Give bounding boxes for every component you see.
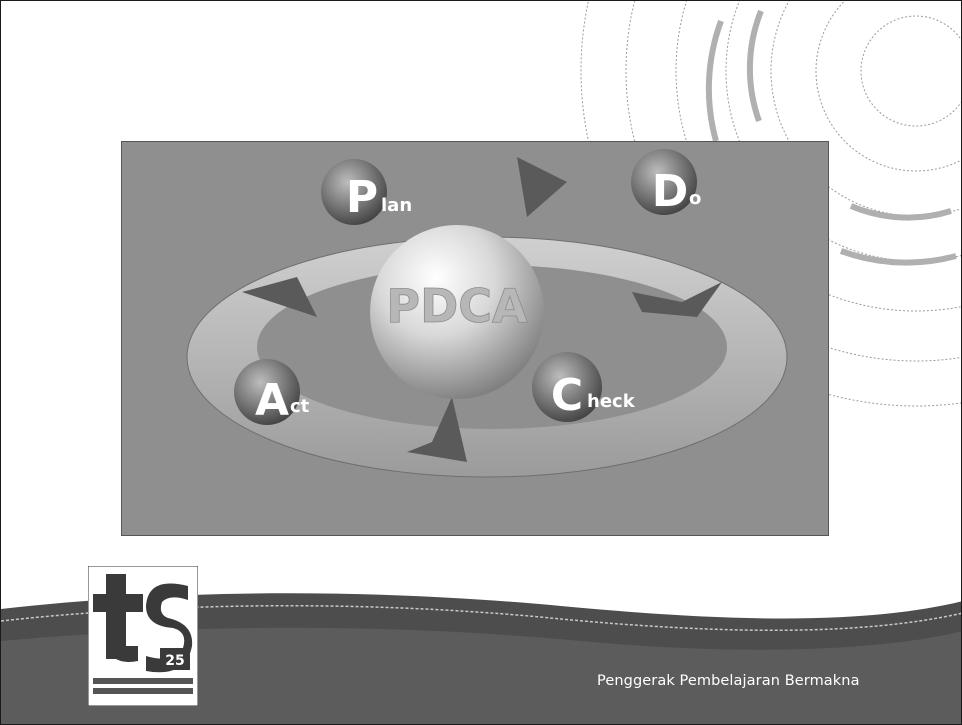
pdca-diagram: PDCA P lan D o C heck A (121, 141, 829, 536)
step-check-letter: C (551, 370, 583, 421)
step-act-rest: ct (290, 396, 310, 417)
footer-tagline: Penggerak Pembelajaran Bermakna (597, 673, 860, 689)
step-act-letter: A (255, 375, 289, 426)
step-plan-rest: lan (381, 195, 412, 216)
step-plan: P lan (321, 159, 412, 225)
step-do: D o (631, 149, 701, 217)
logo-number: 25 (165, 653, 184, 669)
ts25-logo: 25 (88, 566, 198, 706)
pdca-center-label: PDCA (386, 279, 528, 333)
pdca-sphere (370, 225, 544, 399)
step-plan-letter: P (346, 172, 378, 223)
step-act: A ct (234, 359, 310, 426)
step-do-letter: D (652, 166, 689, 217)
step-check-rest: heck (587, 391, 636, 412)
step-check: C heck (532, 352, 636, 422)
step-do-rest: o (689, 188, 701, 209)
